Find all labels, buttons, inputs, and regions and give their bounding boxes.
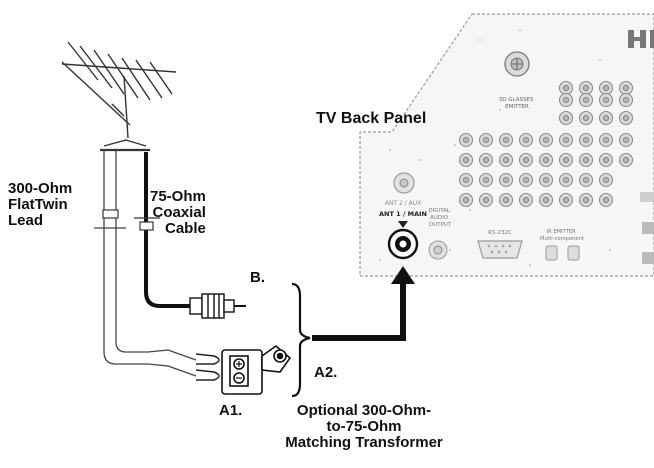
rca-jack <box>478 172 494 188</box>
rca-jack <box>478 132 494 148</box>
rca-jack <box>578 192 594 208</box>
ir-emitter-port <box>545 245 580 261</box>
ant2-aux-label: ANT 2 / AUX <box>385 200 421 207</box>
connector-b-label: B. <box>250 269 265 286</box>
rca-jack <box>598 110 614 126</box>
rca-jack <box>558 132 574 148</box>
rca-jack <box>538 192 554 208</box>
transformer-a1-label: A1. <box>219 402 243 419</box>
rca-jack <box>558 80 574 96</box>
rca-jack <box>498 132 514 148</box>
rs232-label: RS-232C <box>488 230 512 236</box>
rca-jack <box>598 132 614 148</box>
tv-back-panel: 3D GLASSES EMITTER ANT 2 / AUX ANT 1 / M… <box>359 13 654 277</box>
matching-transformer-icon <box>221 344 292 395</box>
rca-jack <box>618 110 634 126</box>
rca-jack <box>458 152 474 168</box>
glasses-emitter-label: 3D GLASSES EMITTER <box>499 97 535 110</box>
f-connector <box>189 293 246 319</box>
rca-jack <box>578 132 594 148</box>
rca-jack <box>618 132 634 148</box>
rca-jack <box>598 92 614 108</box>
rca-jack <box>558 110 574 126</box>
rca-jack-grid <box>458 80 634 208</box>
rca-jack <box>618 152 634 168</box>
ant2-aux-port <box>393 172 415 194</box>
rca-jack <box>578 172 594 188</box>
glasses-emitter-port <box>504 51 530 77</box>
brand-logo <box>628 30 654 48</box>
rca-jack <box>518 152 534 168</box>
rca-jack <box>498 152 514 168</box>
rca-jack <box>478 152 494 168</box>
rca-jack <box>618 80 634 96</box>
rs232-port <box>477 240 523 259</box>
antenna-icon <box>61 41 177 152</box>
rca-jack <box>558 92 574 108</box>
rca-jack <box>598 192 614 208</box>
rca-jack <box>618 92 634 108</box>
rca-jack <box>578 110 594 126</box>
rca-jack <box>458 192 474 208</box>
digital-audio-label: DIGITAL AUDIO OUTPUT <box>428 208 451 228</box>
rca-jack <box>518 172 534 188</box>
rca-jack <box>598 80 614 96</box>
rca-jack <box>538 152 554 168</box>
rca-jack <box>458 132 474 148</box>
rca-jack <box>458 172 474 188</box>
rca-jack <box>558 152 574 168</box>
ant1-main-port <box>387 228 419 260</box>
rca-jack <box>518 192 534 208</box>
rca-jack <box>478 192 494 208</box>
rca-jack <box>558 192 574 208</box>
option-a2-label: A2. <box>314 364 338 381</box>
tv-back-panel-title: TV Back Panel <box>316 110 427 127</box>
rca-jack <box>578 92 594 108</box>
rca-jack <box>598 152 614 168</box>
flat-twin-lead <box>94 150 197 377</box>
rca-jack <box>538 172 554 188</box>
rca-jack <box>598 172 614 188</box>
rca-jack <box>558 172 574 188</box>
spade-terminals <box>195 353 220 381</box>
ant1-main-label: ANT 1 / MAIN <box>379 210 427 218</box>
coaxial-cable <box>134 152 192 308</box>
rca-jack <box>578 152 594 168</box>
grouping-brace <box>291 282 311 398</box>
digital-audio-port <box>428 240 448 260</box>
rca-jack <box>518 132 534 148</box>
connection-arrow <box>312 266 415 341</box>
rca-jack <box>498 192 514 208</box>
flat-twin-lead-label: 300-Ohm FlatTwin Lead <box>8 180 73 230</box>
rca-jack <box>578 80 594 96</box>
transformer-caption: Optional 300-Ohm- to-75-Ohm Matching Tra… <box>285 402 443 452</box>
coaxial-cable-label: 75-Ohm Coaxial Cable <box>150 188 206 238</box>
rca-jack <box>498 172 514 188</box>
rca-jack <box>538 132 554 148</box>
ir-emitter-label: IR EMITTER Multi-component <box>540 229 584 242</box>
